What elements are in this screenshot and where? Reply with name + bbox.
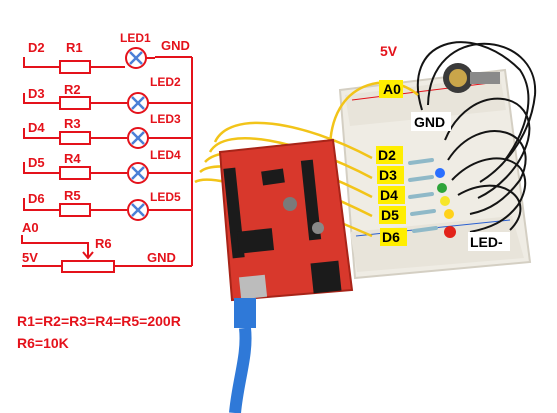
d4-highlight xyxy=(378,186,405,204)
led-minus-highlight xyxy=(468,232,510,251)
photo-led-minus-label: LED- xyxy=(470,234,503,250)
resistor-label-r2: R2 xyxy=(64,82,81,97)
photo-a0-label: A0 xyxy=(383,81,401,97)
led-symbols xyxy=(129,51,145,217)
led-label-2: LED2 xyxy=(150,75,181,89)
photo-5v-label: 5V xyxy=(380,43,398,59)
photo-d6-label: D6 xyxy=(382,229,400,245)
a0-label: A0 xyxy=(22,220,39,235)
pot-label-r6: R6 xyxy=(95,236,112,251)
5v-label: 5V xyxy=(22,250,38,265)
d5-highlight xyxy=(379,206,406,224)
gnd-label-top: GND xyxy=(161,38,190,53)
photo-d2-label: D2 xyxy=(378,147,396,163)
photo-d3-label: D3 xyxy=(379,167,397,183)
led-label-4: LED4 xyxy=(150,148,181,162)
potentiometer xyxy=(443,63,500,93)
pin-label-d3: D3 xyxy=(28,86,45,101)
pot-value-note: R6=10K xyxy=(17,335,69,351)
pin-label-d5: D5 xyxy=(28,155,45,170)
photo-gnd-label: GND xyxy=(414,114,445,130)
photo-d4-label: D4 xyxy=(380,187,398,203)
breadboard-leds xyxy=(435,168,456,238)
a0-highlight xyxy=(379,80,403,98)
breadboard-resistors xyxy=(408,158,438,233)
resistor-label-r3: R3 xyxy=(64,116,81,131)
led-label-3: LED3 xyxy=(150,112,181,126)
resistor-values-note: R1=R2=R3=R4=R5=200R xyxy=(17,313,181,329)
gnd-highlight xyxy=(411,112,451,131)
arduino-board xyxy=(218,138,354,302)
pin-label-d6: D6 xyxy=(28,191,45,206)
pin-label-d2: D2 xyxy=(28,40,45,55)
resistor-label-r4: R4 xyxy=(64,151,81,166)
photo-d5-label: D5 xyxy=(381,207,399,223)
resistor-label-r5: R5 xyxy=(64,188,81,203)
usb-cable xyxy=(229,298,256,413)
resistor-label-r1: R1 xyxy=(66,40,83,55)
led-label-1: LED1 xyxy=(120,31,151,45)
breadboard xyxy=(338,68,532,280)
d6-highlight xyxy=(380,228,407,246)
d2-highlight xyxy=(376,146,403,164)
gnd-label-bottom: GND xyxy=(147,250,176,265)
pin-label-d4: D4 xyxy=(28,120,45,135)
d3-highlight xyxy=(377,166,404,184)
led-label-5: LED5 xyxy=(150,190,181,204)
black-wires xyxy=(416,41,537,233)
